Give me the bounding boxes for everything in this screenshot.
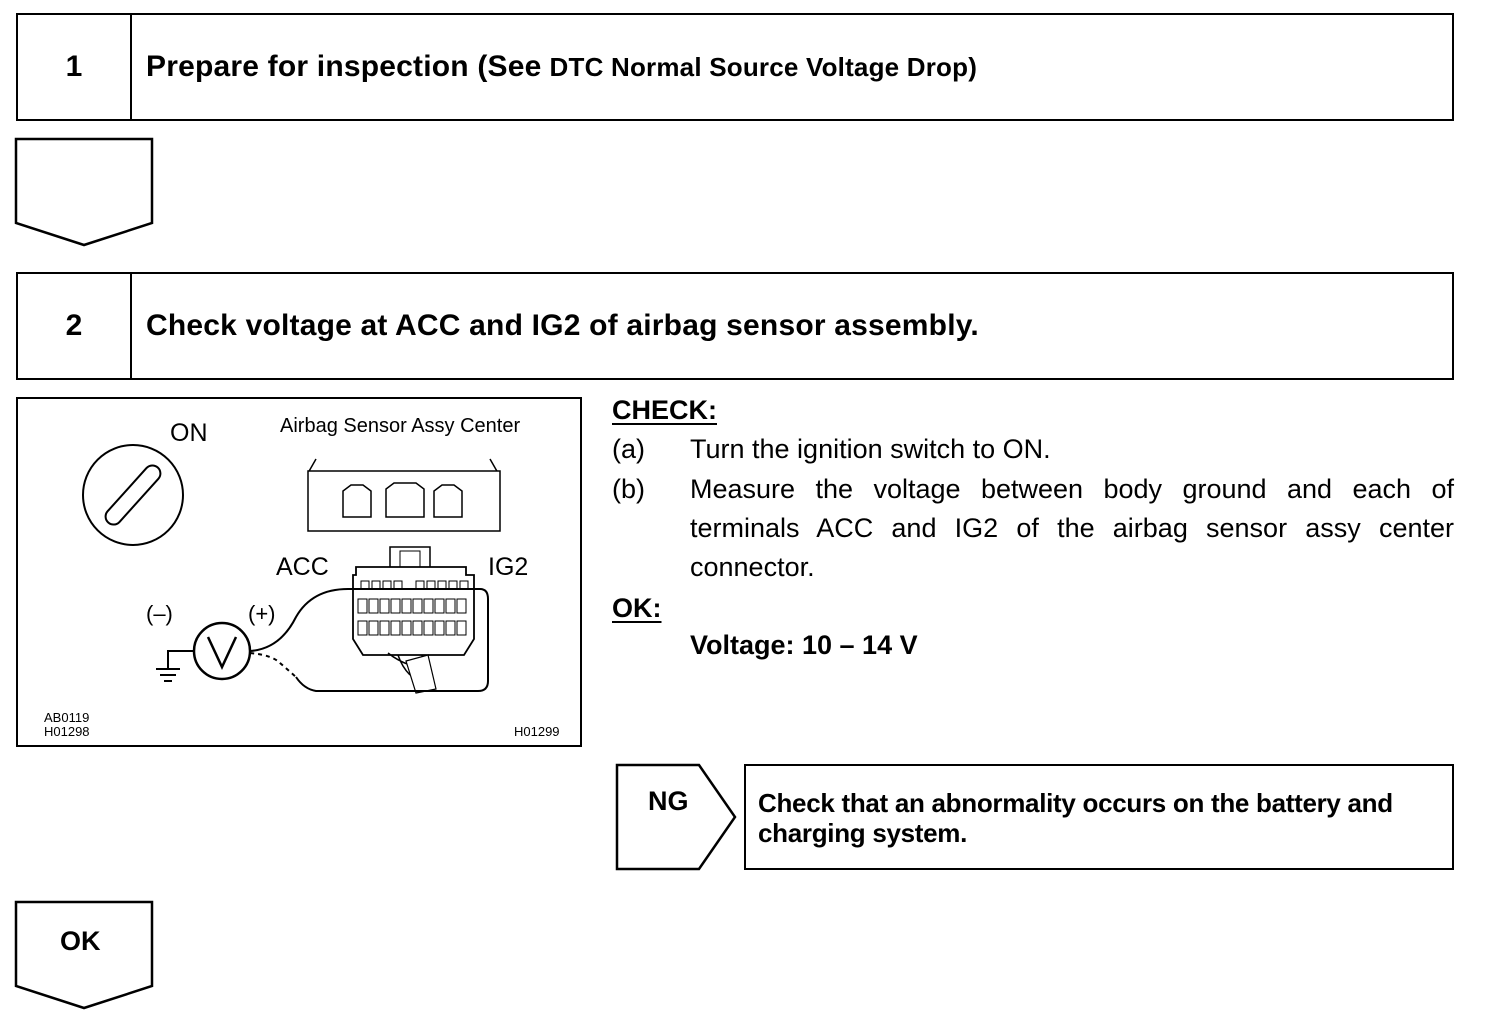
check-item-a-text: Turn the ignition switch to ON.: [690, 434, 1051, 464]
step-1-number: 1: [18, 15, 132, 119]
figure-ig2-label: IG2: [488, 553, 529, 581]
wiring-figure: ON Airbag Sensor Assy Center ACC IG2 (–)…: [16, 397, 582, 747]
figure-code-right: H01299: [514, 724, 560, 739]
step-1-title-ref: DTC Normal Source Voltage Drop): [549, 51, 978, 82]
step-2-header: 2 Check voltage at ACC and IG2 of airbag…: [16, 272, 1454, 380]
check-item-b-text: Measure the voltage between body ground …: [690, 474, 1454, 582]
flow-arrow-down: [14, 137, 154, 247]
ng-arrow-label: NG: [648, 786, 689, 816]
check-item-a-letter: (a): [612, 434, 645, 464]
figure-code-left-1: AB0119: [44, 710, 90, 725]
wiring-diagram-drawing: [82, 444, 501, 694]
ok-arrow: [14, 900, 154, 1010]
step-2-title: Check voltage at ACC and IG2 of airbag s…: [146, 309, 979, 342]
ok-heading: OK:: [612, 593, 662, 623]
figure-minus-label: (–): [146, 601, 173, 626]
figure-on-label: ON: [170, 419, 208, 447]
figure-plus-label: (+): [248, 601, 276, 626]
figure-connector-title: Airbag Sensor Assy Center: [280, 415, 521, 437]
ng-result-box: Check that an abnormality occurs on the …: [744, 764, 1454, 870]
figure-code-left-2: H01298: [44, 724, 90, 739]
ok-voltage-value: Voltage: 10 – 14 V: [690, 630, 918, 660]
ng-arrow: [615, 763, 737, 871]
step-1-title-text: Prepare for inspection (See: [146, 50, 542, 83]
check-heading: CHECK:: [612, 395, 717, 425]
figure-acc-label: ACC: [276, 553, 329, 581]
ok-arrow-label: OK: [60, 926, 101, 956]
check-item-b-letter: (b): [612, 474, 645, 504]
step-2-number: 2: [18, 274, 132, 378]
step-1-header: 1 Prepare for inspection (See DTC Normal…: [16, 13, 1454, 121]
step-1-title: Prepare for inspection (See DTC Normal S…: [132, 15, 1452, 119]
